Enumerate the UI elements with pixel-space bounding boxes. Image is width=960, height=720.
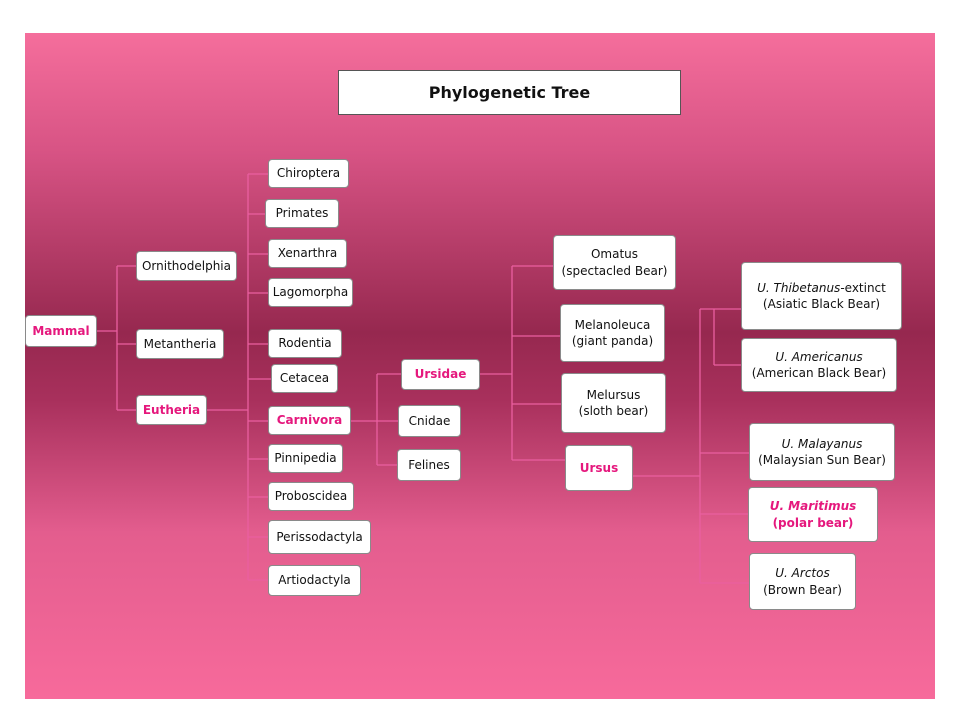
species-common-name: (Brown Bear) <box>763 582 842 597</box>
node-sublabel: (sloth bear) <box>578 404 649 418</box>
node-label: Perissodactyla <box>276 529 363 544</box>
node-sublabel: (spectacled Bear) <box>561 263 668 278</box>
node-label: Ursus <box>579 460 619 475</box>
node-label: Cnidae <box>408 413 451 428</box>
species-common-name: (polar bear) <box>772 515 854 530</box>
node-label: Metantheria <box>143 336 217 351</box>
node-label: Lagomorpha <box>272 285 349 300</box>
node-label: Xenarthra <box>277 246 338 261</box>
node-cetacea: Cetacea <box>271 364 338 393</box>
species-name: U. Malayanus <box>781 436 863 451</box>
node-artiodactyla: Artiodactyla <box>268 565 361 596</box>
species-common-name: (American Black Bear) <box>751 366 887 380</box>
node-label: Omatus <box>590 247 639 262</box>
node-xenarthra: Xenarthra <box>268 239 347 268</box>
species-suffix: -extinct <box>840 280 886 295</box>
node-omatus: Omatus (spectacled Bear) <box>553 235 676 290</box>
species-name-line: U. Thibetanus-extinct <box>757 280 886 296</box>
node-sublabel: (giant panda) <box>571 334 654 348</box>
node-perissodactyla: Perissodactyla <box>268 520 371 554</box>
diagram-title: Phylogenetic Tree <box>338 70 681 115</box>
node-thibetanus: U. Thibetanus-extinct (Asiatic Black Bea… <box>741 262 902 330</box>
node-label: Rodentia <box>278 336 332 351</box>
node-rodentia: Rodentia <box>268 329 342 358</box>
species-name: U. Maritimus <box>769 499 857 514</box>
node-proboscidea: Proboscidea <box>268 482 354 511</box>
species-name: U. Americanus <box>775 349 863 364</box>
species-name: U. Arctos <box>775 566 830 581</box>
node-label: Primates <box>275 206 329 221</box>
node-label: Melanoleuca <box>574 317 651 332</box>
node-felines: Felines <box>397 449 461 481</box>
node-lagomorpha: Lagomorpha <box>268 278 353 307</box>
node-label: Artiodactyla <box>278 573 351 588</box>
node-primates: Primates <box>265 199 339 228</box>
node-metantheria: Metantheria <box>136 329 224 359</box>
node-melursus: Melursus (sloth bear) <box>561 373 666 433</box>
node-ursus: Ursus <box>565 445 633 491</box>
species-common-name: (Malaysian Sun Bear) <box>758 453 886 467</box>
node-chiroptera: Chiroptera <box>268 159 349 188</box>
node-label: Chiroptera <box>276 166 341 181</box>
node-label: Felines <box>408 457 450 472</box>
node-ornithodelphia: Ornithodelphia <box>136 251 237 281</box>
node-pinnipedia: Pinnipedia <box>268 444 343 473</box>
node-label: Proboscidea <box>274 489 348 504</box>
node-mammal: Mammal <box>25 315 97 347</box>
node-eutheria: Eutheria <box>136 395 207 425</box>
node-malayanus: U. Malayanus (Malaysian Sun Bear) <box>749 423 895 481</box>
species-common-name: (Asiatic Black Bear) <box>762 297 881 311</box>
node-label: Ornithodelphia <box>141 258 231 273</box>
node-arctos: U. Arctos (Brown Bear) <box>749 553 856 610</box>
node-ursidae: Ursidae <box>401 359 480 390</box>
node-label: Carnivora <box>276 413 343 428</box>
node-cnidae: Cnidae <box>398 405 461 437</box>
node-label: Melursus <box>586 387 641 402</box>
node-maritimus: U. Maritimus (polar bear) <box>748 487 878 542</box>
node-label: Cetacea <box>279 371 330 386</box>
node-label: Eutheria <box>142 402 201 417</box>
node-label: Pinnipedia <box>274 451 337 466</box>
node-carnivora: Carnivora <box>268 406 351 435</box>
node-melanoleuca: Melanoleuca (giant panda) <box>560 304 665 362</box>
node-americanus: U. Americanus (American Black Bear) <box>741 338 897 392</box>
node-label: Ursidae <box>414 367 467 382</box>
species-name: U. Thibetanus <box>757 280 841 295</box>
node-label: Mammal <box>32 323 90 338</box>
